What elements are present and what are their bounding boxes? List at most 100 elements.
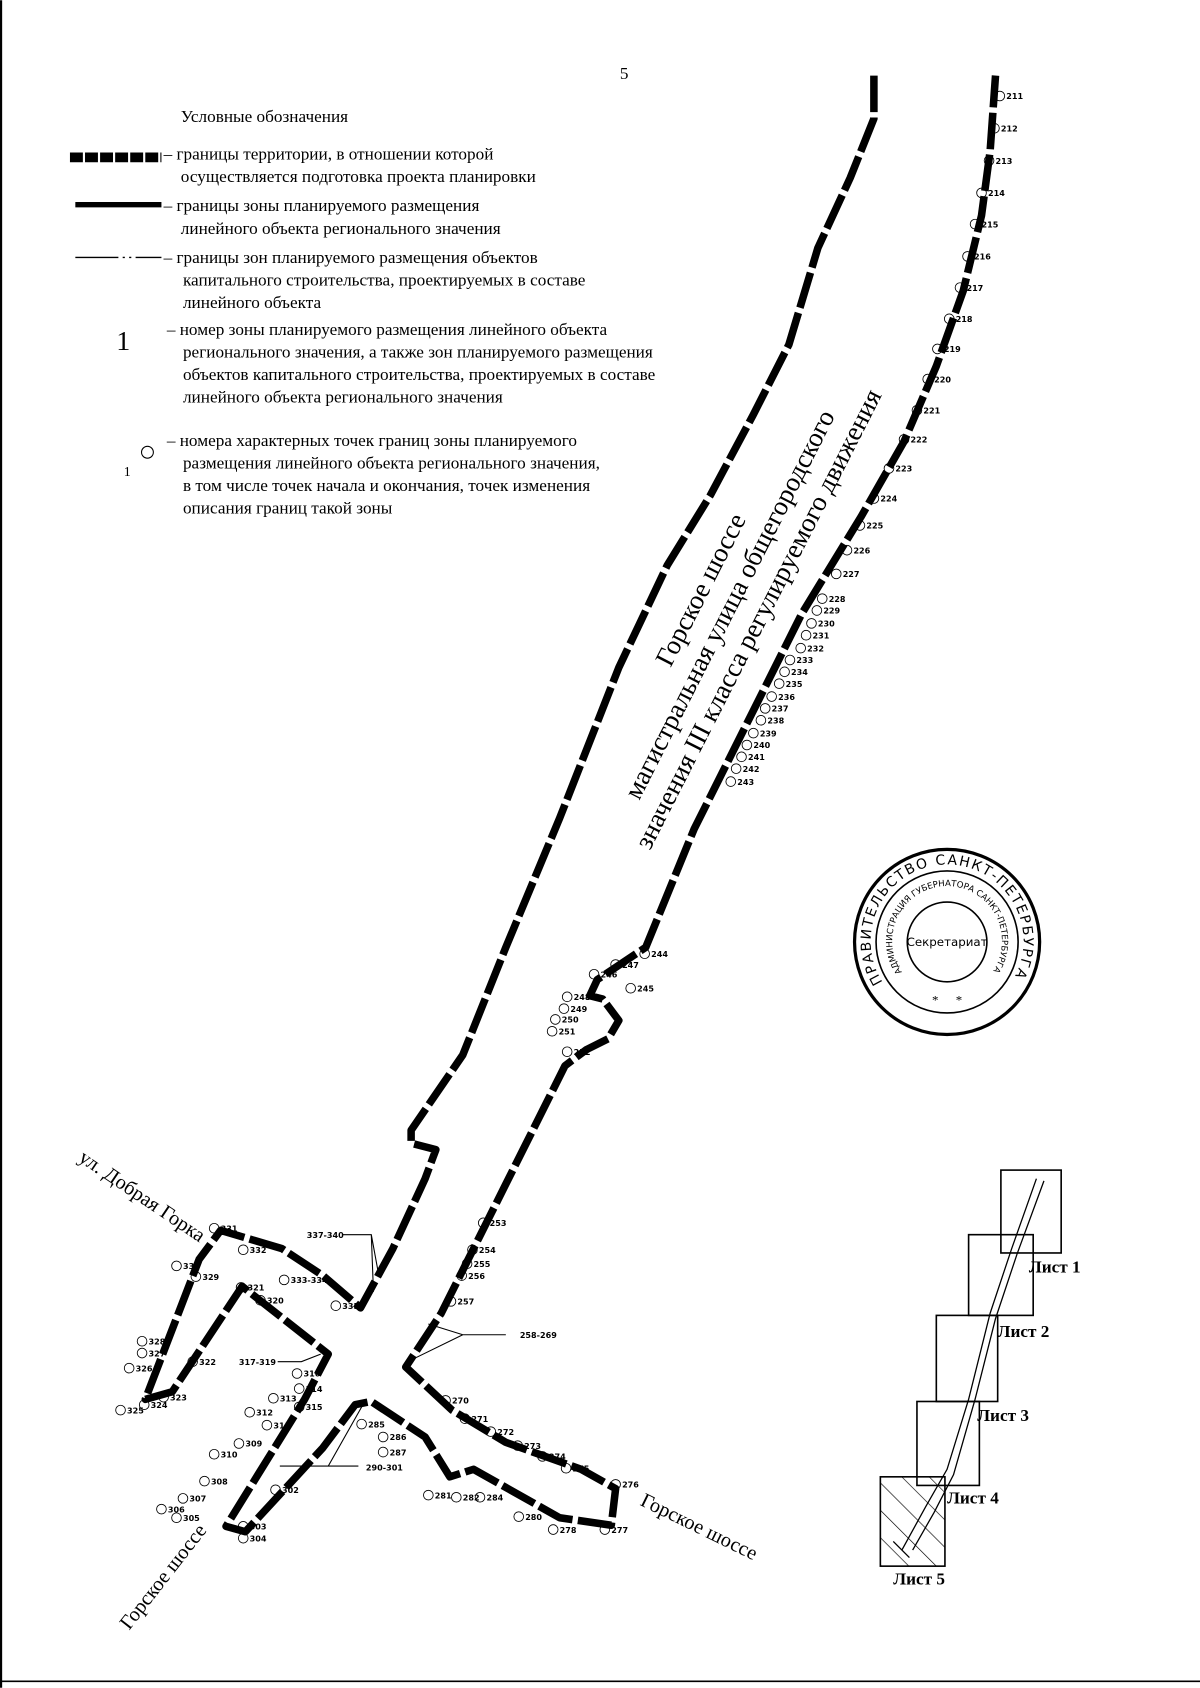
point-label: 310	[221, 1450, 238, 1459]
point-label: 331	[221, 1224, 238, 1233]
road-label-line-3: значения III класса регулируемого движен…	[628, 384, 887, 854]
point-label: 272	[497, 1428, 514, 1437]
point-label: 315	[306, 1403, 323, 1412]
point-circle-icon	[610, 1479, 621, 1490]
point-label: 307	[189, 1495, 206, 1504]
point-circle-icon	[954, 282, 966, 293]
point-label: 245	[637, 984, 654, 993]
point-circle-icon	[983, 155, 995, 166]
point-circle-icon	[235, 1282, 247, 1293]
point-label: 228	[829, 595, 846, 604]
point-label: 214	[988, 189, 1005, 198]
point-label: 253	[490, 1219, 507, 1228]
point-label: 251	[559, 1027, 576, 1036]
point-label: 312	[256, 1408, 273, 1417]
point-circle-icon	[748, 727, 759, 739]
point-label: 274	[549, 1453, 566, 1462]
point-circle-icon	[123, 1362, 135, 1374]
point-circle-icon	[741, 739, 753, 751]
point-circle-icon	[138, 1399, 150, 1410]
legend-item-5-line-4: описания границ такой зоны	[183, 499, 393, 518]
point-label: 240	[753, 741, 770, 750]
point-label: 277	[611, 1526, 628, 1535]
legend-item-5-line-1: – номера характерных точек границ зоны п…	[166, 431, 577, 450]
point-circle-icon	[190, 1271, 202, 1282]
point-label: 217	[966, 284, 983, 293]
point-circle-icon	[237, 1521, 249, 1532]
point-circle-icon	[547, 1524, 559, 1535]
point-label: 306	[168, 1505, 185, 1514]
point-circle-icon	[278, 1274, 290, 1286]
point-circle-icon	[989, 123, 1000, 134]
point-circle-icon	[561, 991, 573, 1003]
point-label: 329	[202, 1273, 219, 1282]
point-label: 305	[183, 1514, 200, 1523]
key-sheet-3-label: Лист 3	[977, 1406, 1029, 1425]
legend-item-3-line-3: линейного объекта	[183, 293, 321, 312]
point-label: 257	[457, 1298, 474, 1307]
leader-337-340	[342, 1234, 380, 1292]
leader-290-301	[279, 1399, 367, 1467]
point-circle-icon	[725, 776, 737, 787]
point-circle-icon	[639, 948, 650, 960]
point-label: 215	[982, 220, 999, 229]
leader-258-269	[414, 1323, 506, 1359]
point-label: 225	[866, 522, 883, 531]
point-circle-icon	[423, 1489, 434, 1501]
point-circle-icon	[237, 1244, 249, 1256]
point-label: 234	[791, 668, 808, 677]
legend-item-5-line-2: размещения линейного объекта регионально…	[183, 453, 600, 472]
point-circle-icon	[171, 1512, 182, 1523]
point-label: 246	[601, 970, 618, 979]
point-label: 335	[342, 1302, 359, 1311]
legend: Условные обозначения – границы территори…	[69, 107, 656, 518]
street-label-gorskoe-left: Горское шоссе	[116, 1520, 212, 1634]
point-circle-icon	[588, 968, 600, 980]
point-circle-icon	[558, 1003, 570, 1014]
legend-item-4-line-3: объектов капитального строительства, про…	[183, 365, 656, 384]
point-circle-icon	[537, 1451, 548, 1462]
point-circle-icon	[268, 1392, 279, 1404]
legend-point-circle-icon	[140, 445, 154, 459]
point-label: 216	[974, 253, 991, 262]
boundary-point-labels: 2112122132142152162172182192202212222232…	[127, 92, 1024, 1543]
point-circle-icon	[136, 1347, 148, 1359]
official-stamp: ПРАВИТЕЛЬСТВО САНКТ-ПЕТЕРБУРГА АДМИНИСТР…	[852, 847, 1042, 1037]
point-label: 308	[211, 1477, 228, 1486]
point-circle-icon	[898, 434, 910, 445]
legend-item-1-line-1: – границы территории, в отношении которо…	[163, 145, 494, 164]
point-circle-icon	[177, 1493, 189, 1504]
point-circle-icon	[561, 1046, 573, 1057]
svg-text:АДМИНИСТРАЦИЯ ГУБЕРНАТОРА САНК: АДМИНИСТРАЦИЯ ГУБЕРНАТОРА САНКТ-ПЕТЕРБУР…	[885, 879, 1009, 976]
point-label: 281	[435, 1491, 452, 1500]
legend-symbol-point-number: 1	[124, 465, 131, 480]
point-label: 211	[1006, 92, 1023, 101]
point-circle-icon	[293, 1383, 305, 1394]
point-label: 280	[525, 1513, 542, 1522]
point-label: 271	[471, 1415, 488, 1424]
point-circle-icon	[730, 763, 742, 774]
point-circle-icon	[962, 251, 973, 262]
point-circle-icon	[773, 678, 785, 689]
point-circle-icon	[356, 1418, 367, 1430]
point-label: 284	[486, 1494, 503, 1503]
stamp-inner-text: АДМИНИСТРАЦИЯ ГУБЕРНАТОРА САНКТ-ПЕТЕРБУР…	[885, 879, 1009, 976]
group-label-337-340: 337-340	[307, 1231, 344, 1240]
legend-item-3-line-2: капитального строительства, проектируемы…	[183, 270, 586, 289]
point-label: 219	[944, 345, 961, 354]
point-circle-icon	[237, 1532, 249, 1544]
point-circle-icon	[261, 1419, 273, 1431]
point-circle-icon	[800, 629, 812, 641]
legend-item-2-line-2: линейного объекта регионального значения	[181, 219, 501, 238]
point-circle-icon	[854, 520, 866, 531]
point-circle-icon	[806, 618, 817, 629]
point-label: 322	[199, 1358, 216, 1367]
key-sheet-4-box	[916, 1400, 981, 1487]
point-label: 233	[796, 656, 813, 665]
point-circle-icon	[766, 691, 777, 702]
point-label: 328	[149, 1337, 166, 1346]
point-label: 226	[853, 546, 870, 555]
point-circle-icon	[779, 666, 790, 678]
group-label-290-301: 290-301	[366, 1463, 403, 1472]
